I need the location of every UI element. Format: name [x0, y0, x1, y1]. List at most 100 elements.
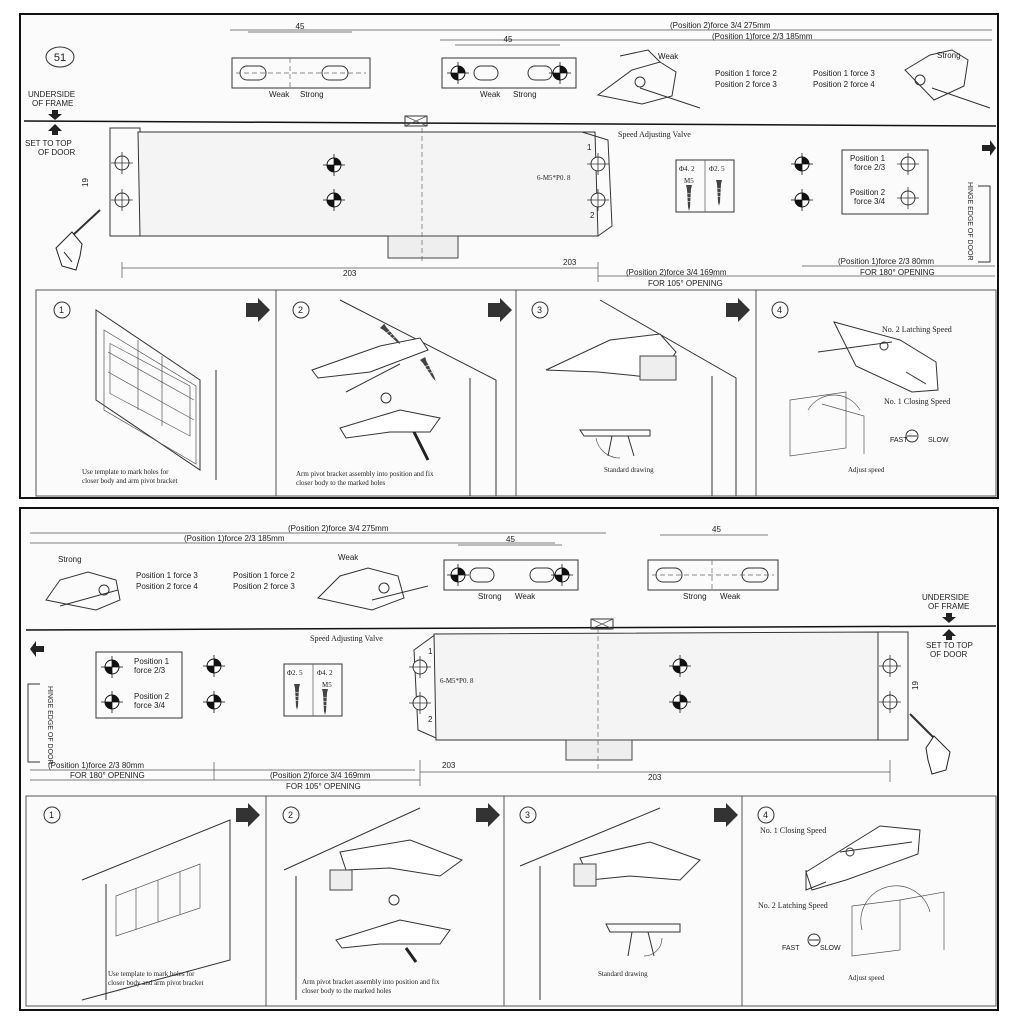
opening-105-b: FOR 105° OPENING	[286, 782, 361, 791]
valve-2-label-2: 2	[428, 715, 433, 724]
slow-label-bottom: SLOW	[820, 945, 841, 952]
dim-force-34-bottom: (Position 2)force 3/4 275mm	[288, 524, 389, 533]
dim-203-b: 203	[563, 258, 577, 267]
hinge-edge-label: HINGE EDGE OF DOOR	[966, 182, 973, 261]
dim-19-2: 19	[911, 681, 920, 690]
valve-1-label-2: 1	[428, 647, 433, 656]
position-1-force-3: Position 1 force 3	[813, 69, 875, 78]
position-2-force-3: Position 2 force 3	[715, 80, 777, 89]
step-4-caption: Adjust speed	[848, 466, 885, 474]
dim-45-b: 45	[504, 35, 513, 44]
valve-2-label: 2	[590, 211, 595, 220]
phi-25: Φ2. 5	[709, 165, 725, 173]
template-plate-1: Weak Strong	[231, 57, 371, 99]
step-4-number: 4	[777, 305, 782, 315]
m5-label-b: M5	[322, 681, 332, 689]
strong-label-4: Strong	[683, 592, 707, 601]
step-3: 3 Standard drawing	[531, 298, 750, 496]
screw-spec: 6-M5*P0. 8	[537, 174, 571, 182]
screw-spec-box: Φ4. 2 Φ2. 5 M5	[675, 159, 735, 213]
screwdriver-icon	[55, 209, 101, 271]
step-2b-number: 2	[288, 810, 293, 820]
position-2-force-3-b: Position 2 force 3	[233, 582, 295, 591]
closing-speed-label-top: No. 1 Closing Speed	[884, 397, 950, 406]
template-plate-3: Strong Weak	[443, 559, 579, 601]
template-plate-2: Weak Strong	[441, 57, 577, 99]
step-3-number: 3	[537, 305, 542, 315]
step-2: 2 Arm pivot bracket assembly into positi…	[292, 298, 512, 496]
hinge-edge-label-2: HINGE EDGE OF DOOR	[46, 686, 53, 765]
closing-speed-label-bottom: No. 1 Closing Speed	[760, 826, 826, 835]
position-1-force-2: Position 1 force 2	[715, 69, 777, 78]
strong-label: Strong	[300, 90, 324, 99]
dim-203-d: 203	[648, 773, 662, 782]
position-2-force-4-b: Position 2 force 4	[136, 582, 198, 591]
dim-force-23-bottom: (Position 1)force 2/3 185mm	[184, 534, 285, 543]
step-3b-number: 3	[525, 810, 530, 820]
speed-adjusting-valve-2: Speed Adjusting Valve	[310, 634, 383, 643]
dim-203-c: 203	[442, 761, 456, 770]
step-2-caption: Arm pivot bracket assembly into position…	[296, 470, 434, 487]
fast-label-top: FAST	[890, 437, 908, 444]
dim-45-a: 45	[296, 22, 305, 31]
weak-label-2: Weak	[480, 90, 501, 99]
speed-adjusting-valve: Speed Adjusting Valve	[618, 130, 691, 139]
closer-body-2: 1 2	[202, 628, 909, 770]
closer-body: 1 2	[109, 127, 814, 262]
weak-label-4: Weak	[720, 592, 741, 601]
strong-clip-label: Strong	[937, 51, 961, 60]
weak-clip-label: Weak	[658, 52, 679, 61]
latching-speed-label-bottom: No. 2 Latching Speed	[758, 901, 828, 910]
pos1-80-b: (Position 1)force 2/3 80mm	[48, 761, 144, 770]
opening-105: FOR 105° OPENING	[648, 279, 723, 288]
position-1-force-3-b: Position 1 force 3	[136, 571, 198, 580]
strong-label-2: Strong	[513, 90, 537, 99]
step-3-b: 3 Standard drawing	[519, 803, 738, 1000]
page-number-badge: 51	[45, 46, 75, 68]
screw-spec-2: 6-M5*P0. 8	[440, 677, 474, 685]
weak-label: Weak	[269, 90, 290, 99]
weak-label-3: Weak	[515, 592, 536, 601]
opening-180-b: FOR 180° OPENING	[70, 771, 145, 780]
step-4-b: 4 No. 1 Closing Speed No. 2 Latching Spe…	[757, 806, 945, 982]
position-2-force-4: Position 2 force 4	[813, 80, 875, 89]
phi-25-b: Φ2. 5	[287, 669, 303, 677]
valve-1-label: 1	[587, 143, 592, 152]
step-3b-caption: Standard drawing	[598, 970, 648, 978]
clip-illustration-weak: Weak	[596, 49, 701, 109]
dim-force-23-top: (Position 1)force 2/3 185mm	[712, 32, 813, 41]
step-1b-number: 1	[49, 810, 54, 820]
step-4b-caption: Adjust speed	[848, 974, 885, 982]
dim-force-34-top: (Position 2)force 3/4 275mm	[670, 21, 771, 30]
template-plate-4: Strong Weak	[647, 559, 779, 601]
clip-illustration-strong-2: Strong	[45, 555, 121, 611]
step-2b-caption: Arm pivot bracket assembly into position…	[302, 978, 440, 995]
strong-clip-label-2: Strong	[58, 555, 82, 564]
latching-speed-label-top: No. 2 Latching Speed	[882, 325, 952, 334]
fast-label-bottom: FAST	[782, 945, 800, 952]
m5-label: M5	[684, 177, 694, 185]
phi-42-b: Φ4. 2	[317, 669, 333, 677]
opening-180: FOR 180° OPENING	[860, 268, 935, 277]
clip-illustration-strong: Strong	[904, 49, 991, 109]
dim-45-c: 45	[712, 525, 721, 534]
dim-203-a: 203	[343, 269, 357, 278]
step-2-number: 2	[298, 305, 303, 315]
step-4b-number: 4	[763, 810, 768, 820]
pos1-80: (Position 1)force 2/3 80mm	[838, 257, 934, 266]
weak-clip-label-2: Weak	[338, 553, 359, 562]
clip-illustration-weak-2: Weak	[317, 553, 429, 611]
strong-label-3: Strong	[478, 592, 502, 601]
